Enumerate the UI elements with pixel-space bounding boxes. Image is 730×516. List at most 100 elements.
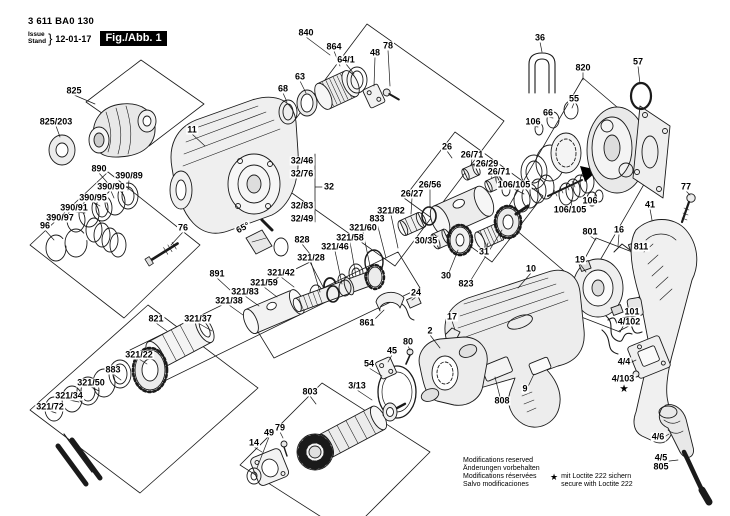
part-label-390-97: 390/97 — [45, 212, 75, 223]
part-label-32-46: 32/46 — [289, 155, 315, 166]
part-label-828: 828 — [293, 234, 311, 245]
hammer-tube-parts-drawing — [245, 66, 400, 257]
piston-drawing — [242, 249, 384, 335]
part-label-9: 9 — [521, 383, 529, 394]
modifications-note: Modifications reserved Änderungen vorbeh… — [463, 457, 540, 489]
part-label-2: 2 — [426, 325, 434, 336]
part-label-26-56: 26/56 — [417, 179, 443, 190]
part-label-26: 26 — [440, 141, 454, 152]
barrel-group-drawing — [397, 163, 530, 257]
loctite-line-de: mit Loctite 222 sichern — [561, 473, 632, 480]
part-label-390-95: 390/95 — [78, 192, 108, 203]
part-label-390-89: 390/89 — [114, 170, 144, 181]
part-label-106: 106 — [581, 195, 599, 206]
figure-label: Fig./Abb. 1 — [100, 31, 167, 46]
part-label-321-37: 321/37 — [183, 313, 213, 324]
field-stator-drawing — [375, 336, 488, 419]
part-label-63: 63 — [293, 71, 307, 82]
part-label-820: 820 — [574, 62, 592, 73]
part-label-79: 79 — [273, 422, 287, 433]
part-label-321-58: 321/58 — [335, 232, 365, 243]
loctite-note: ★ mit Loctite 222 sichern secure with Lo… — [550, 472, 633, 490]
intermediate-shaft-drawing — [292, 263, 386, 313]
part-label-32-49: 32/49 — [289, 213, 315, 224]
part-label-825-203: 825/203 — [38, 116, 74, 127]
part-label-4-4: 4/4 — [616, 356, 632, 367]
part-label-57: 57 — [631, 56, 645, 67]
part-label-106-105: 106/105 — [496, 179, 532, 190]
part-label-31: 31 — [477, 246, 491, 257]
part-label-32-83: 32/83 — [289, 200, 315, 211]
part-label-321-34: 321/34 — [54, 390, 84, 401]
part-label-16: 16 — [612, 224, 626, 235]
note-line: Salvo modificaciones — [463, 481, 529, 489]
part-label-32-76: 32/76 — [289, 168, 315, 179]
handle-drawing — [601, 193, 713, 506]
part-label-864: 864 — [325, 41, 343, 52]
part-label-77: 77 — [679, 181, 693, 192]
note-line: Modifications reserved — [463, 457, 534, 464]
part-label-321-83: 321/83 — [230, 286, 260, 297]
part-label-96: 96 — [38, 220, 52, 231]
part-label-840: 840 — [297, 27, 315, 38]
part-label-41: 41 — [643, 199, 657, 210]
part-label-36: 36 — [533, 32, 547, 43]
part-label-4-6: 4/6 — [650, 431, 666, 442]
part-label-321-42: 321/42 — [266, 267, 296, 278]
part-label-321-60: 321/60 — [348, 222, 378, 233]
loctite-line-en: secure with Loctite 222 — [561, 481, 633, 489]
part-label-55: 55 — [567, 93, 581, 104]
gearbox-assembly-drawing — [520, 52, 671, 199]
part-label-49: 49 — [262, 427, 276, 438]
part-label-321-82: 321/82 — [376, 205, 406, 216]
spindle-pipe-drawing — [44, 314, 215, 487]
part-label-48: 48 — [368, 47, 382, 58]
part-label-101: 101 — [623, 306, 641, 317]
part-label-78: 78 — [381, 40, 395, 51]
part-label-80: 80 — [401, 336, 415, 347]
part-label-64-1: 64/1 — [336, 54, 356, 65]
gear-housing-drawing — [144, 96, 299, 267]
part-label-825: 825 — [65, 85, 83, 96]
issue-word-en: Issue — [28, 30, 45, 38]
part-label-66: 66 — [541, 107, 555, 118]
part-label-30: 30 — [439, 270, 453, 281]
issue-word-de: Stand — [28, 37, 47, 45]
part-label-321-46: 321/46 — [320, 241, 350, 252]
part-label-3-13: 3/13 — [347, 380, 367, 391]
star-icon: ★ — [550, 472, 559, 482]
part-label-390-91: 390/91 — [59, 202, 89, 213]
part-label-891: 891 — [208, 268, 226, 279]
part-label--: ★ — [618, 383, 630, 394]
chuck-assembly-drawing — [48, 103, 157, 166]
part-label-321-59: 321/59 — [249, 277, 279, 288]
part-label-14: 14 — [247, 437, 261, 448]
part-label-4-102: 4/102 — [616, 316, 642, 327]
part-label-19: 19 — [573, 254, 587, 265]
part-label-321-28: 321/28 — [296, 252, 326, 263]
part-label-805: 805 — [652, 461, 670, 472]
part-label-54: 54 — [362, 358, 376, 369]
part-label-76: 76 — [176, 222, 190, 233]
part-label-883: 883 — [104, 364, 122, 375]
part-label-32: 32 — [322, 181, 336, 192]
note-line: Änderungen vorbehalten — [463, 465, 540, 473]
part-label-811: 811 — [632, 241, 650, 252]
part-label-11: 11 — [186, 124, 198, 135]
part-label-890: 890 — [90, 163, 108, 174]
part-label-4-103: 4/103 — [610, 373, 636, 384]
issue-brace: } — [48, 31, 53, 46]
part-label-106-105: 106/105 — [552, 204, 588, 215]
part-label-390-90: 390/90 — [96, 181, 126, 192]
part-label-30-35: 30/35 — [413, 235, 439, 246]
part-label-68: 68 — [276, 83, 290, 94]
part-label-26-71: 26/71 — [459, 149, 485, 160]
part-label-821: 821 — [147, 313, 165, 324]
part-label-4-5: 4/5 — [653, 452, 669, 463]
part-label-321-38: 321/38 — [214, 295, 244, 306]
part-label-321-50: 321/50 — [76, 377, 106, 388]
part-label-803: 803 — [301, 386, 319, 397]
part-label-10: 10 — [524, 263, 538, 274]
part-label-17: 17 — [445, 311, 459, 322]
